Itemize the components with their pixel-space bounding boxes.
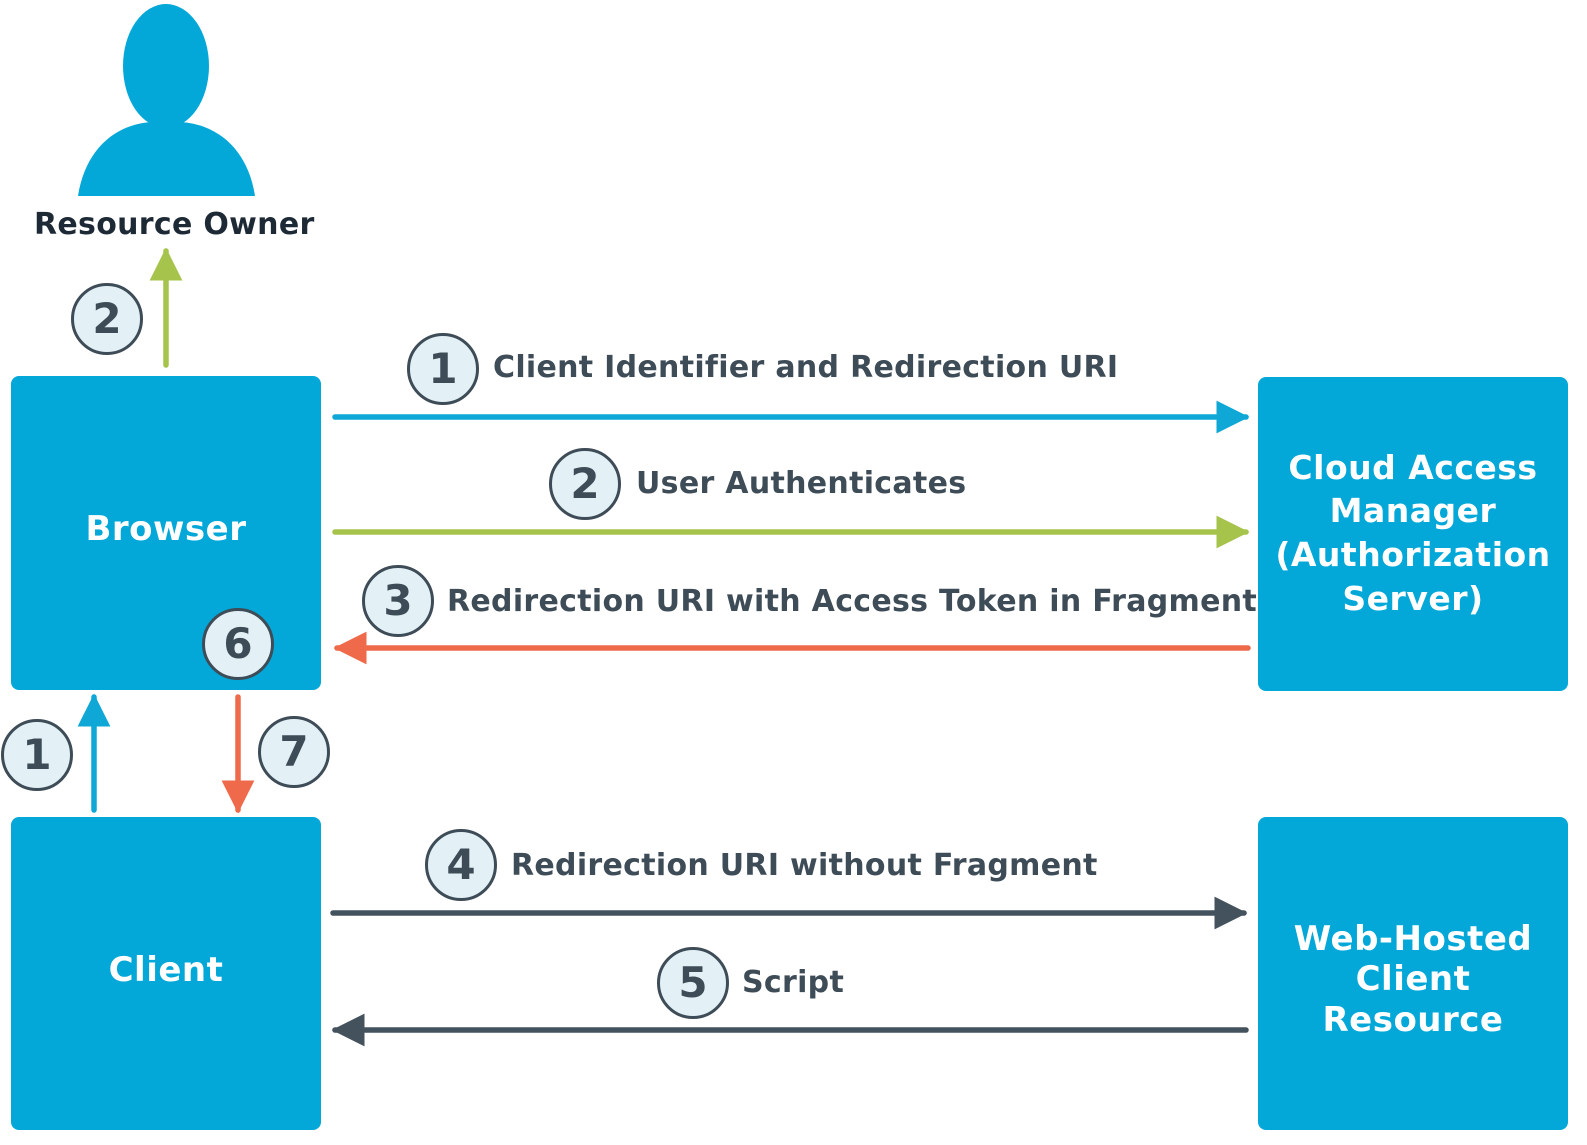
- message-label-2: User Authenticates: [636, 466, 967, 501]
- step-badge: 1: [1, 719, 73, 791]
- step-badge: 2: [549, 448, 621, 520]
- cloud-access-manager-box: [1258, 377, 1568, 691]
- step-badge: 2: [71, 283, 143, 355]
- resource-owner-label: Resource Owner: [34, 207, 315, 242]
- step-badge: 7: [258, 716, 330, 788]
- message-label-4: Redirection URI without Fragment: [511, 848, 1098, 883]
- person-icon: [78, 4, 255, 196]
- web-hosted-client-resource-box: [1258, 817, 1568, 1130]
- web-hosted-client-resource-label: Web-Hosted Client Resource: [1293, 919, 1533, 1040]
- step-badge: 1: [407, 333, 479, 405]
- message-label-1: Client Identifier and Redirection URI: [493, 350, 1119, 385]
- cloud-access-manager-label: Cloud Access Manager (Authorization Serv…: [1275, 447, 1551, 618]
- browser-label: Browser: [85, 508, 247, 549]
- client-box: [11, 817, 321, 1130]
- message-label-3: Redirection URI with Access Token in Fra…: [447, 584, 1258, 619]
- message-label-5: Script: [742, 965, 845, 1000]
- step-badge: 4: [425, 829, 497, 901]
- step-badge: 5: [657, 947, 729, 1019]
- step-badge: 6: [202, 608, 274, 680]
- client-label: Client: [108, 949, 224, 990]
- step-badge: 3: [362, 565, 434, 637]
